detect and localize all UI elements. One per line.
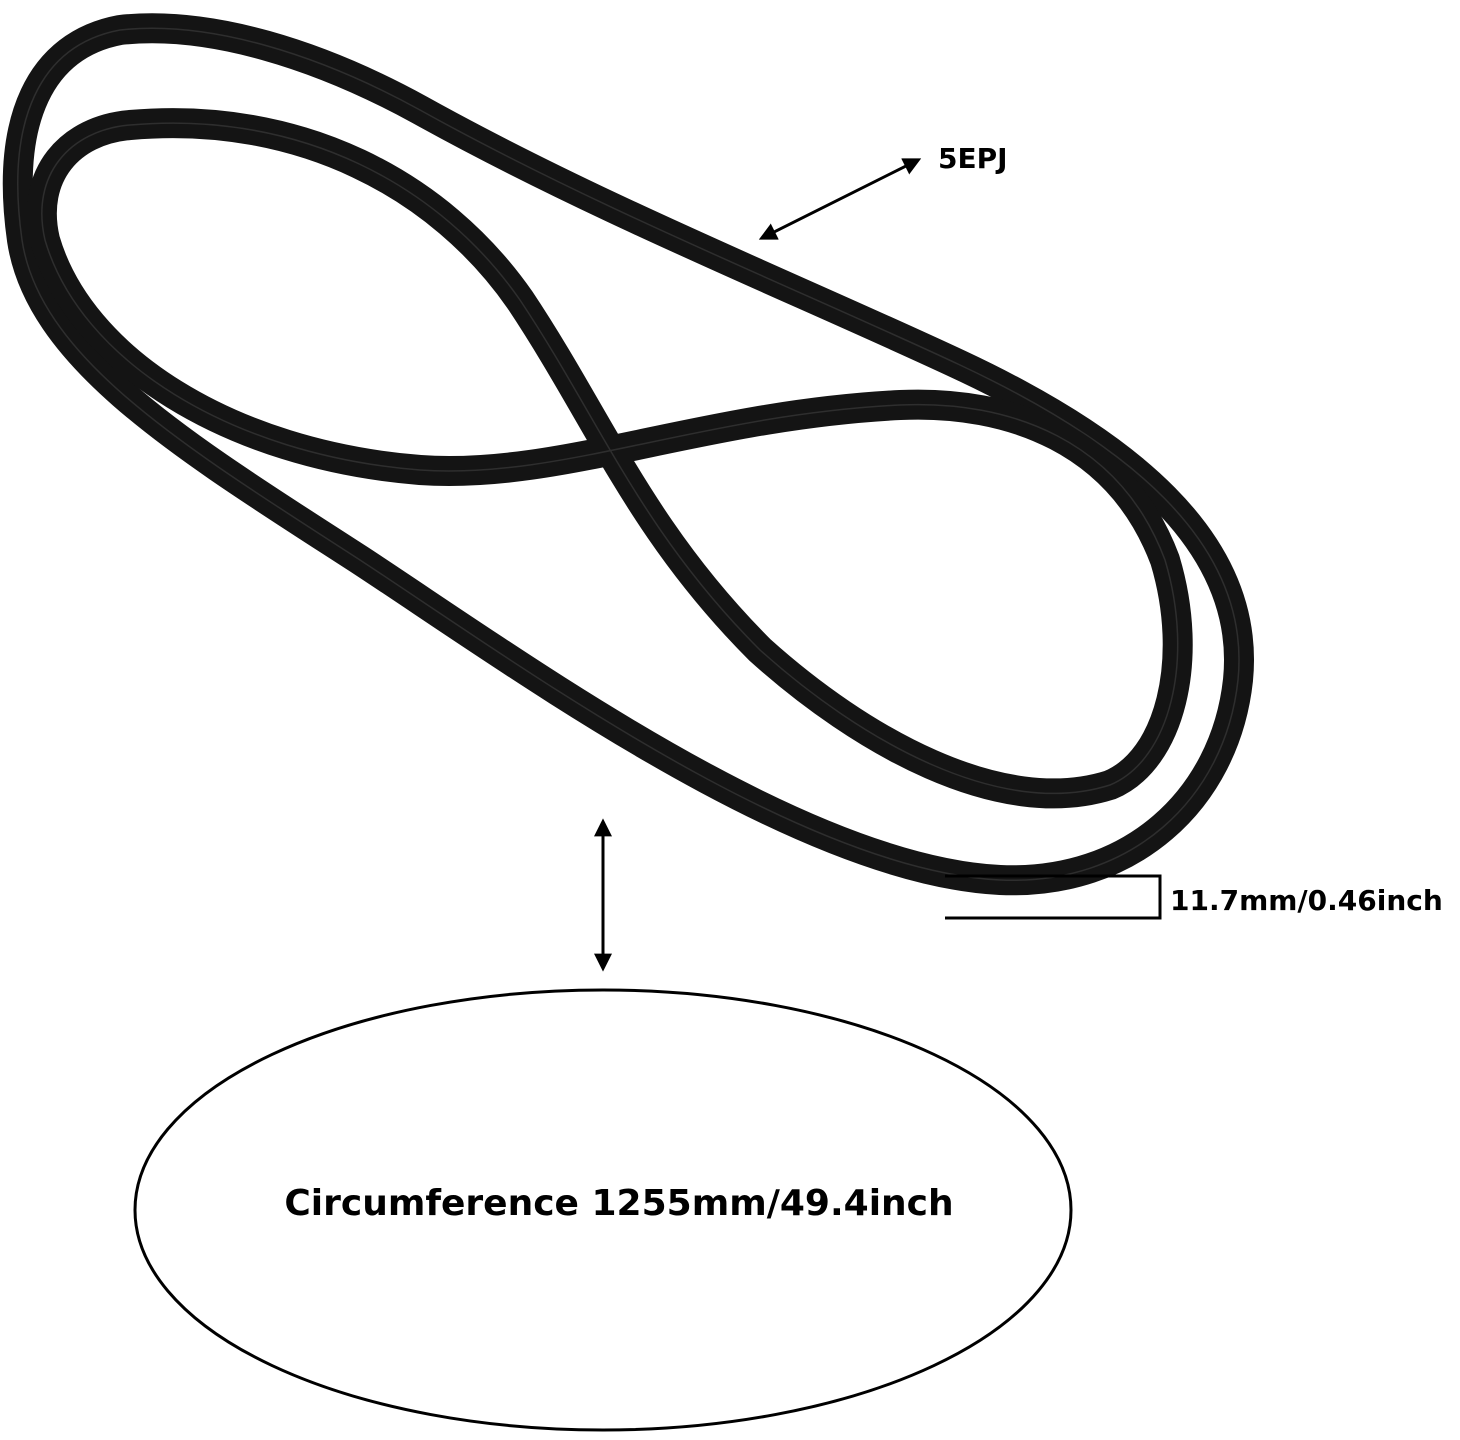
width-label: 11.7mm/0.46inch xyxy=(1170,884,1443,917)
circumference-label: Circumference 1255mm/49.4inch xyxy=(284,1183,953,1224)
rib-type-label: 5EPJ xyxy=(938,142,1008,175)
belt-outer-rib-line xyxy=(17,27,1240,881)
circumference-ellipse xyxy=(133,988,1073,1432)
belt-inner-rib-line xyxy=(41,122,1179,795)
rib-type-arrow xyxy=(758,158,922,240)
width-bracket xyxy=(945,874,1162,920)
drive-belt xyxy=(2,13,1255,896)
